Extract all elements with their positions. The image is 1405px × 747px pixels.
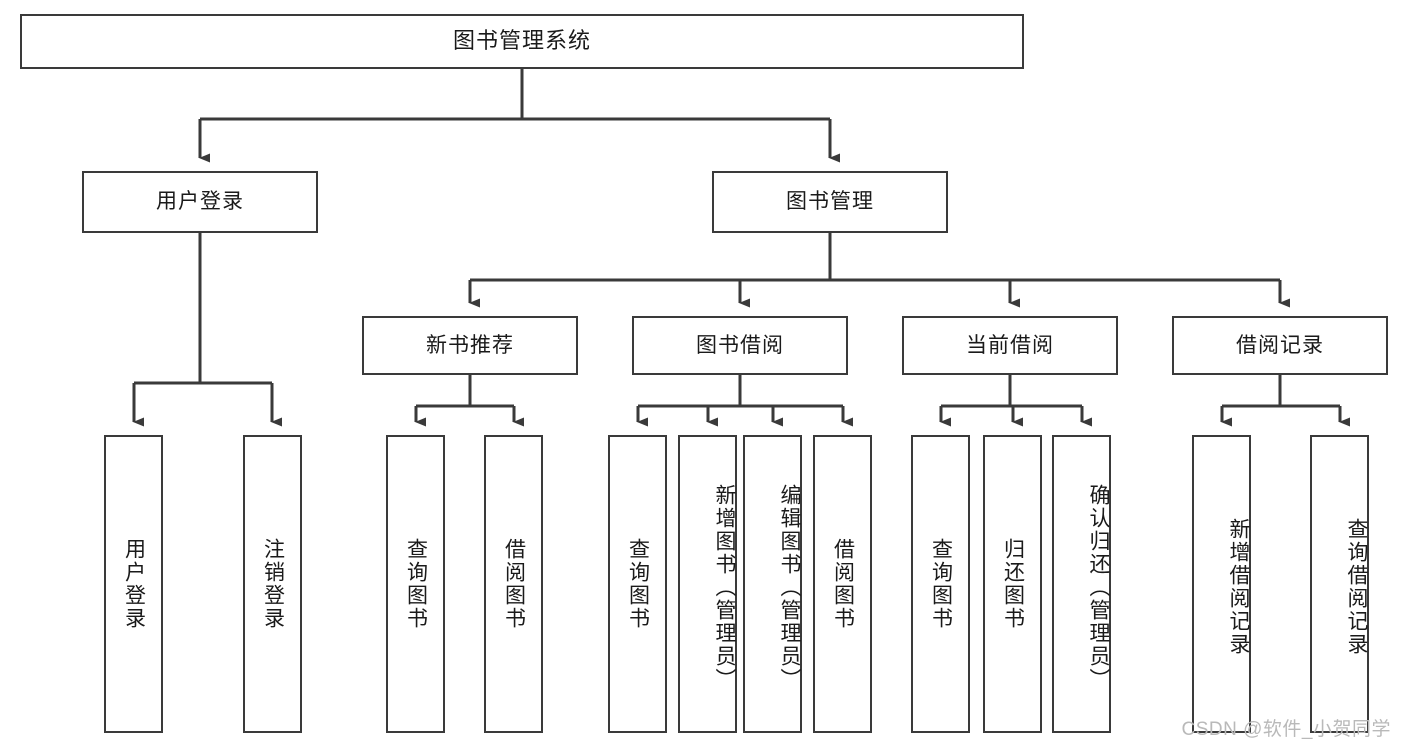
- node-book-manage[interactable]: 图书管理: [712, 171, 948, 233]
- csdn-watermark: CSDN @软件_小贺同学: [1181, 719, 1391, 740]
- node-current-borrow[interactable]: 当前借阅: [902, 316, 1118, 375]
- node-leaf-confirm-return[interactable]: 确认归还（管理员）: [1052, 435, 1111, 733]
- node-leaf-user-login[interactable]: 用户登录: [104, 435, 163, 733]
- node-leaf-edit-book[interactable]: 编辑图书（管理员）: [743, 435, 802, 733]
- node-leaf-query-book-2[interactable]: 查询图书: [608, 435, 667, 733]
- node-leaf-query-book-3[interactable]: 查询图书: [911, 435, 970, 733]
- node-leaf-return-book[interactable]: 归还图书: [983, 435, 1042, 733]
- node-leaf-query-record[interactable]: 查询借阅记录: [1310, 435, 1369, 733]
- node-new-book-recommend[interactable]: 新书推荐: [362, 316, 578, 375]
- node-leaf-query-book-1[interactable]: 查询图书: [386, 435, 445, 733]
- node-user-login[interactable]: 用户登录: [82, 171, 318, 233]
- edge-group-book-borrow: [636, 375, 853, 427]
- edge-group-user-login: [132, 233, 282, 427]
- node-leaf-add-record[interactable]: 新增借阅记录: [1192, 435, 1251, 733]
- edge-group-current-borrow: [939, 375, 1092, 427]
- node-leaf-borrow-book-2[interactable]: 借阅图书: [813, 435, 872, 733]
- edge-group-root: [198, 69, 840, 163]
- node-book-borrow[interactable]: 图书借阅: [632, 316, 848, 375]
- node-borrow-record[interactable]: 借阅记录: [1172, 316, 1388, 375]
- edge-group-borrow-record: [1220, 375, 1350, 427]
- edge-group-new-book-rec: [414, 375, 524, 427]
- node-leaf-add-book[interactable]: 新增图书（管理员）: [678, 435, 737, 733]
- edge-group-book-manage: [468, 233, 1290, 308]
- node-leaf-logout[interactable]: 注销登录: [243, 435, 302, 733]
- node-root-system[interactable]: 图书管理系统: [20, 14, 1024, 69]
- node-leaf-borrow-book-1[interactable]: 借阅图书: [484, 435, 543, 733]
